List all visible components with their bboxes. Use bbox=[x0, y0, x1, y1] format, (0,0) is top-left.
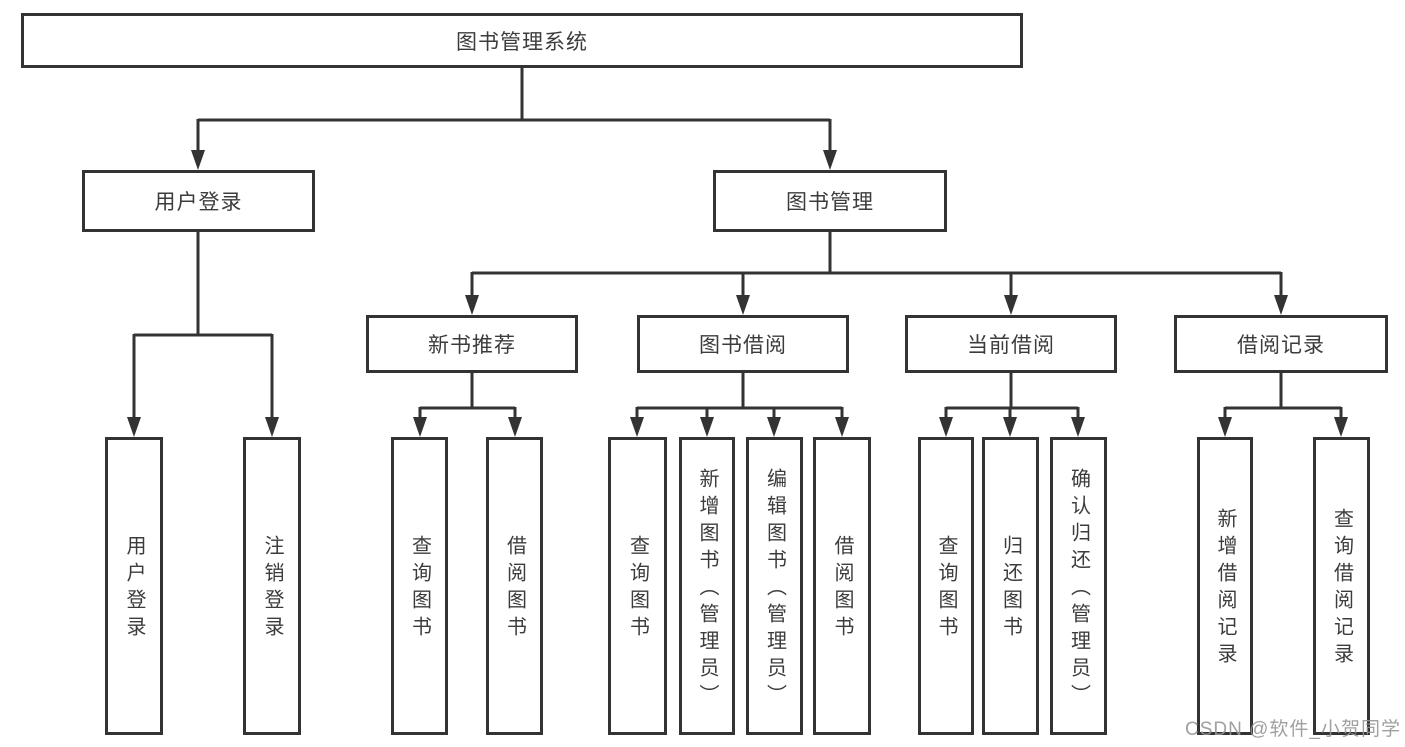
node-book-management: 图书管理 bbox=[713, 170, 947, 232]
leaf-user-login: 用户登录 bbox=[105, 437, 163, 735]
node-book-borrowing: 图书借阅 bbox=[637, 315, 849, 373]
leaf-add-borrow-record: 新增借阅记录 bbox=[1197, 437, 1253, 735]
leaf-add-books-admin: 新增图书（管理员） bbox=[679, 437, 735, 735]
leaf-query-borrow-record: 查询借阅记录 bbox=[1313, 437, 1370, 735]
csdn-watermark: CSDN @软件_小贺同学 bbox=[1185, 719, 1401, 740]
node-current-borrowing: 当前借阅 bbox=[905, 315, 1117, 373]
leaf-query-books-borrowing: 查询图书 bbox=[608, 437, 667, 735]
node-new-book-recommend: 新书推荐 bbox=[366, 315, 578, 373]
leaf-query-books-current: 查询图书 bbox=[918, 437, 974, 735]
leaf-confirm-return-admin: 确认归还（管理员） bbox=[1050, 437, 1107, 735]
leaf-return-books: 归还图书 bbox=[982, 437, 1039, 735]
node-library-system: 图书管理系统 bbox=[21, 13, 1023, 68]
arrowhead-group bbox=[127, 150, 1348, 437]
leaf-borrow-books: 借阅图书 bbox=[813, 437, 871, 735]
node-user-login: 用户登录 bbox=[82, 170, 315, 232]
leaf-logout: 注销登录 bbox=[243, 437, 301, 735]
node-borrowing-records: 借阅记录 bbox=[1174, 315, 1388, 373]
leaf-borrow-books-recommend: 借阅图书 bbox=[486, 437, 543, 735]
leaf-query-books-recommend: 查询图书 bbox=[391, 437, 448, 735]
leaf-edit-books-admin: 编辑图书（管理员） bbox=[746, 437, 803, 735]
